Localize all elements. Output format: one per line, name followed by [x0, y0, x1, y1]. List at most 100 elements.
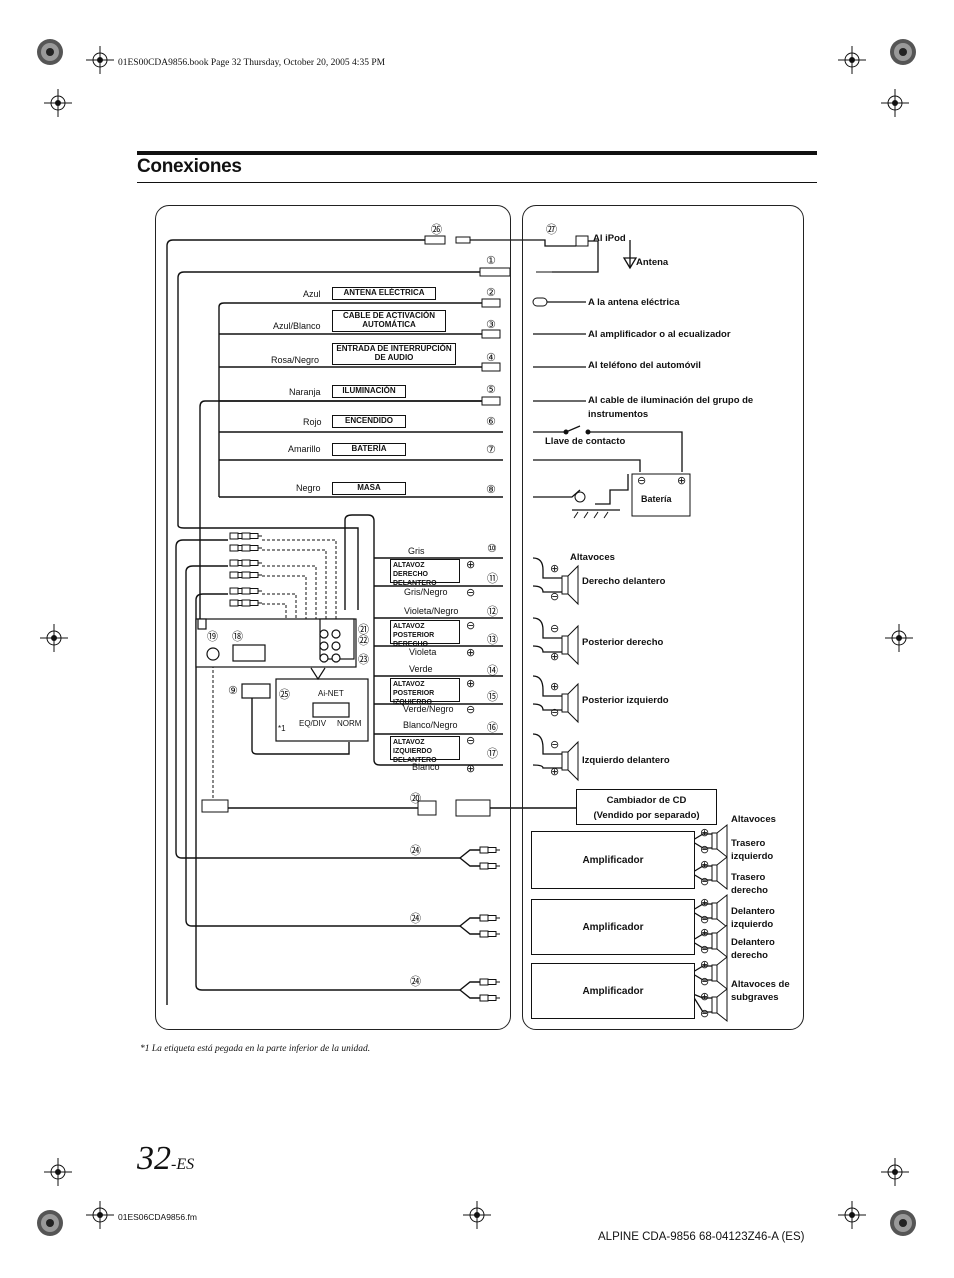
connector-number-24: ㉔	[410, 844, 421, 857]
label-subgraves: Altavoces de subgraves	[731, 979, 790, 1003]
wire-label-gris: Gris	[408, 546, 425, 556]
registration-star-icon	[890, 1210, 916, 1236]
plus-icon: ⊕	[466, 647, 476, 659]
page-number-value: 32	[137, 1140, 171, 1177]
label-posterior-izquierdo: Posterior izquierdo	[582, 695, 669, 706]
book-line: 01ES00CDA9856.book Page 32 Thursday, Oct…	[118, 58, 386, 68]
box-antena-electrica: ANTENA ELÉCTRICA	[332, 287, 436, 300]
wire-label-verde-negro: Verde/Negro	[403, 704, 454, 714]
plus-icon: ⊕	[550, 651, 560, 663]
connector-number-2: ②	[486, 286, 496, 299]
plus-icon: ⊕	[700, 859, 710, 871]
wire-label-verde: Verde	[409, 664, 433, 674]
connector-number-19: ⑲	[207, 630, 218, 643]
connector-number-11: ⑪	[487, 572, 498, 585]
connector-number-15: ⑮	[487, 690, 498, 703]
connector-number-4: ④	[486, 351, 496, 364]
page-number-suffix: -ES	[171, 1156, 195, 1173]
plus-icon: ⊕	[677, 475, 687, 487]
plus-icon: ⊕	[700, 959, 710, 971]
connector-number-5: ⑤	[486, 383, 496, 396]
wire-label-blanco-negro: Blanco/Negro	[403, 720, 458, 730]
plus-icon: ⊕	[700, 927, 710, 939]
connector-number-12: ⑫	[487, 605, 498, 618]
connector-number-8: ⑧	[486, 483, 496, 496]
connector-number-26: ㉖	[431, 223, 442, 236]
minus-icon: ⊖	[550, 591, 560, 603]
box-masa: MASA	[332, 482, 406, 495]
wire-label-negro: Negro	[296, 483, 321, 493]
connector-number-24: ㉔	[410, 912, 421, 925]
plus-icon: ⊕	[550, 681, 560, 693]
registration-mark-icon	[880, 88, 910, 118]
amplifier-box: Amplificador	[531, 963, 695, 1019]
plus-icon: ⊕	[550, 766, 560, 778]
label-derecho-delantero: Derecho delantero	[582, 576, 666, 587]
wire-label-blanco: Blanco	[412, 762, 440, 772]
wire-label-violeta: Violeta	[409, 647, 437, 657]
footnote-text: La etiqueta está pegada en la parte infe…	[151, 1044, 371, 1054]
connector-number-16: ⑯	[487, 721, 498, 734]
box-iluminacion: ILUMINACIÓN	[332, 385, 406, 398]
wire-label-azul: Azul	[303, 289, 321, 299]
wire-label-amarillo: Amarillo	[288, 444, 321, 454]
label-bateria: Batería	[641, 494, 672, 504]
file-name: 01ES06CDA9856.fm	[118, 1212, 197, 1222]
box-encendido: ENCENDIDO	[332, 415, 406, 428]
connector-number-14: ⑭	[487, 664, 498, 677]
cd-changer-note: (Vendido por separado)	[593, 810, 700, 821]
wire-label-rosa-negro: Rosa/Negro	[271, 355, 320, 365]
plus-icon: ⊕	[466, 559, 476, 571]
cd-changer-box: Cambiador de CD (Vendido por separado)	[576, 789, 717, 825]
connector-number-20: ⑳	[410, 792, 421, 805]
plus-icon: ⊕	[700, 827, 710, 839]
minus-icon: ⊖	[700, 844, 710, 856]
registration-mark-icon	[837, 45, 867, 75]
vehicle-unit-panel	[155, 205, 511, 1030]
minus-icon: ⊖	[700, 944, 710, 956]
registration-mark-icon	[43, 1157, 73, 1187]
plus-icon: ⊕	[700, 897, 710, 909]
footnote-mark: *1	[140, 1044, 150, 1054]
plus-icon: ⊕	[466, 678, 476, 690]
registration-mark-icon	[462, 1200, 492, 1230]
minus-icon: ⊖	[550, 707, 560, 719]
amplifier-box: Amplificador	[531, 899, 695, 955]
minus-icon: ⊖	[466, 704, 476, 716]
label-ipod: Al iPod	[593, 233, 626, 244]
plus-icon: ⊕	[550, 563, 560, 575]
label-amplificador-ecualizador: Al amplificador o al ecualizador	[588, 329, 731, 340]
speaker-box-front-right: ALTAVOZ DERECHO DELANTERO	[390, 559, 460, 587]
label-telefono: Al teléfono del automóvil	[588, 360, 701, 371]
minus-icon: ⊖	[700, 976, 710, 988]
ainet-label: Ai-NET	[318, 689, 344, 698]
speaker-box-rear-left: ALTAVOZ POSTERIOR IZQUIERDO	[390, 678, 460, 706]
cd-changer-label: Cambiador de CD	[606, 795, 687, 806]
minus-icon: ⊖	[700, 914, 710, 926]
registration-mark-icon	[85, 1200, 115, 1230]
connector-number-24: ㉔	[410, 975, 421, 988]
label-izquierdo-delantero: Izquierdo delantero	[582, 755, 670, 766]
box-entrada-interrupcion: ENTRADA DE INTERRUPCIÓN DE AUDIO	[332, 343, 456, 365]
label-posterior-derecho: Posterior derecho	[582, 637, 664, 648]
label-delantero-izquierdo: Delantero izquierdo	[731, 906, 775, 930]
connector-number-3: ③	[486, 318, 496, 331]
box-bateria: BATERÍA	[332, 443, 406, 456]
registration-star-icon	[890, 39, 916, 65]
connector-number-25: ㉕	[279, 688, 290, 701]
connector-number-18: ⑱	[232, 630, 243, 643]
model-code: ALPINE CDA-9856 68-04123Z46-A (ES)	[598, 1231, 805, 1243]
registration-mark-icon	[837, 1200, 867, 1230]
plus-icon: ⊕	[466, 763, 476, 775]
minus-icon: ⊖	[466, 620, 476, 632]
norm-label: NORM	[337, 719, 362, 728]
external-devices-panel	[522, 205, 804, 1030]
wire-label-naranja: Naranja	[289, 387, 321, 397]
connector-number-17: ⑰	[487, 747, 498, 760]
minus-icon: ⊖	[466, 735, 476, 747]
wire-label-azul-blanco: Azul/Blanco	[273, 321, 321, 331]
speaker-box-front-left: ALTAVOZ IZQUIERDO DELANTERO	[390, 736, 460, 764]
footnote: *1 La etiqueta está pegada en la parte i…	[140, 1044, 370, 1054]
connector-number-27: ㉗	[546, 223, 557, 236]
